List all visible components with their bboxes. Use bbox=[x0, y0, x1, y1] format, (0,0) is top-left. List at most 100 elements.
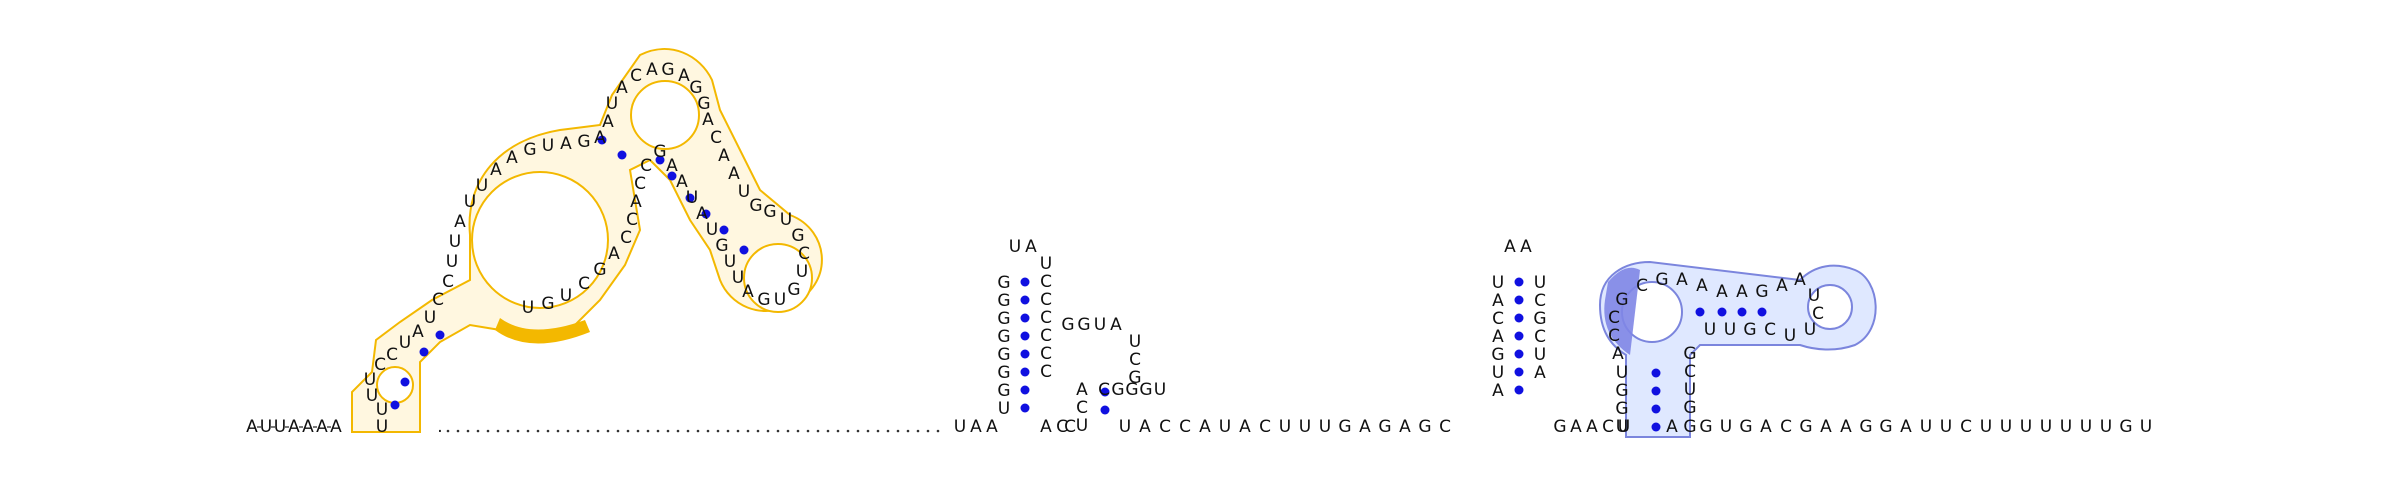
blue-domain-base: G bbox=[1615, 290, 1628, 310]
linker-base: C bbox=[1159, 417, 1171, 437]
hairpin-2-base: G bbox=[1077, 315, 1090, 335]
yellow-domain-base: G bbox=[577, 132, 590, 152]
base-pair-dot bbox=[1514, 313, 1524, 323]
yellow-domain-base: A bbox=[490, 160, 502, 180]
blue-domain-base: G bbox=[1683, 344, 1696, 364]
base-pair-dot bbox=[1717, 307, 1727, 317]
yellow-domain-base: G bbox=[661, 60, 674, 80]
gap-dot bbox=[536, 429, 540, 433]
gap-dot bbox=[926, 429, 930, 433]
three-prime-base: G bbox=[1739, 417, 1752, 437]
linker-base: G bbox=[1418, 417, 1431, 437]
linker-2-base: A bbox=[1570, 417, 1582, 437]
gap-dot bbox=[466, 429, 470, 433]
hairpin-3-base: U bbox=[1534, 345, 1546, 365]
yellow-domain-base: A bbox=[718, 146, 730, 166]
yellow-domain-base: U bbox=[706, 220, 718, 240]
hairpin-3-base: A bbox=[1492, 381, 1504, 401]
hairpin-2-base: U bbox=[1154, 380, 1166, 400]
three-prime-base: C bbox=[1780, 417, 1792, 437]
hairpin-1-base: G bbox=[997, 291, 1010, 311]
base-pair-dot bbox=[1020, 331, 1030, 341]
hairpin-3-base: C bbox=[1534, 327, 1546, 347]
gap-dot bbox=[886, 429, 890, 433]
yellow-domain-base: U bbox=[724, 252, 736, 272]
yellow-domain-base: A bbox=[728, 164, 740, 184]
blue-domain-base: C bbox=[1684, 362, 1696, 382]
hairpin-2-base: G bbox=[1125, 380, 1138, 400]
yellow-domain-base: G bbox=[541, 294, 554, 314]
base-pair-dot bbox=[1020, 277, 1030, 287]
blue-domain-base: C bbox=[1764, 320, 1776, 340]
hairpin-1-base: C bbox=[1040, 344, 1052, 364]
linker-base: G bbox=[1378, 417, 1391, 437]
gap-dot bbox=[796, 429, 800, 433]
linker-base: A bbox=[1239, 417, 1251, 437]
yellow-domain-base: U bbox=[780, 210, 792, 230]
gap-dot bbox=[476, 429, 480, 433]
yellow-domain-base: U bbox=[476, 176, 488, 196]
linker-base: C bbox=[1259, 417, 1271, 437]
hairpin-1-base: C bbox=[1040, 308, 1052, 328]
three-prime-base: U bbox=[2060, 417, 2072, 437]
gap-dot bbox=[656, 429, 660, 433]
gap-dot bbox=[866, 429, 870, 433]
linker-base: A bbox=[1199, 417, 1211, 437]
yellow-domain-base: C bbox=[634, 174, 646, 194]
yellow-domain-base: U bbox=[366, 386, 378, 406]
hairpin-1-base: G bbox=[997, 327, 1010, 347]
yellow-domain-base: C bbox=[442, 272, 454, 292]
three-prime-base: U bbox=[2140, 417, 2152, 437]
yellow-domain-base: U bbox=[399, 333, 411, 353]
hairpin-3-base: U bbox=[1492, 273, 1504, 293]
yellow-domain-base: U bbox=[424, 308, 436, 328]
linker-base: U bbox=[1319, 417, 1331, 437]
gap-dot: . bbox=[437, 417, 442, 437]
gap-dot bbox=[776, 429, 780, 433]
blue-domain-base: A bbox=[1794, 270, 1806, 290]
yellow-domain-base: A bbox=[616, 78, 628, 98]
hairpin-1-base: U bbox=[998, 399, 1010, 419]
gap-dot bbox=[736, 429, 740, 433]
yellow-domain-base: A bbox=[594, 128, 606, 148]
gap-dot bbox=[816, 429, 820, 433]
backbone-dashes bbox=[257, 426, 940, 433]
base-pair-dot bbox=[400, 377, 410, 387]
hairpin-1-base: C bbox=[1040, 326, 1052, 346]
five-prime-base: A bbox=[330, 417, 342, 437]
yellow-domain-base: C bbox=[432, 290, 444, 310]
base-pair-dot bbox=[419, 347, 429, 357]
blue-domain-base: C bbox=[1812, 304, 1824, 324]
blue-domain-base: U bbox=[1704, 320, 1716, 340]
gap-dot bbox=[836, 429, 840, 433]
gap-dot bbox=[576, 429, 580, 433]
gap-dot bbox=[586, 429, 590, 433]
yellow-domain-base: A bbox=[696, 204, 708, 224]
base-pair-dot bbox=[701, 209, 711, 219]
base-pair-dot bbox=[719, 225, 729, 235]
blue-domain-base: G bbox=[1683, 417, 1696, 437]
highlight-layer bbox=[351, 48, 1877, 438]
three-prime-base: U bbox=[2000, 417, 2012, 437]
base-pair-dot bbox=[1514, 385, 1524, 395]
yellow-domain-base: G bbox=[757, 290, 770, 310]
yellow-domain-base: A bbox=[702, 110, 714, 130]
gap-dot bbox=[876, 429, 880, 433]
hairpin-1-base: G bbox=[997, 345, 1010, 365]
base-pair-dot bbox=[667, 171, 677, 181]
base-pair-dot bbox=[1100, 405, 1110, 415]
gap-dot bbox=[756, 429, 760, 433]
gap-dot bbox=[606, 429, 610, 433]
yellow-domain-base: A bbox=[560, 134, 572, 154]
hairpin-3-base: G bbox=[1491, 345, 1504, 365]
three-prime-base: G bbox=[2119, 417, 2132, 437]
gap-dot bbox=[666, 429, 670, 433]
yellow-domain-base: A bbox=[412, 322, 424, 342]
hairpin-3-base: U bbox=[1492, 363, 1504, 383]
yellow-domain-base: A bbox=[506, 148, 518, 168]
three-prime-base: A bbox=[1840, 417, 1852, 437]
gap-dot bbox=[806, 429, 810, 433]
linker-base: U bbox=[1219, 417, 1231, 437]
three-prime-base: U bbox=[2100, 417, 2112, 437]
yellow-domain-base: C bbox=[374, 355, 386, 375]
